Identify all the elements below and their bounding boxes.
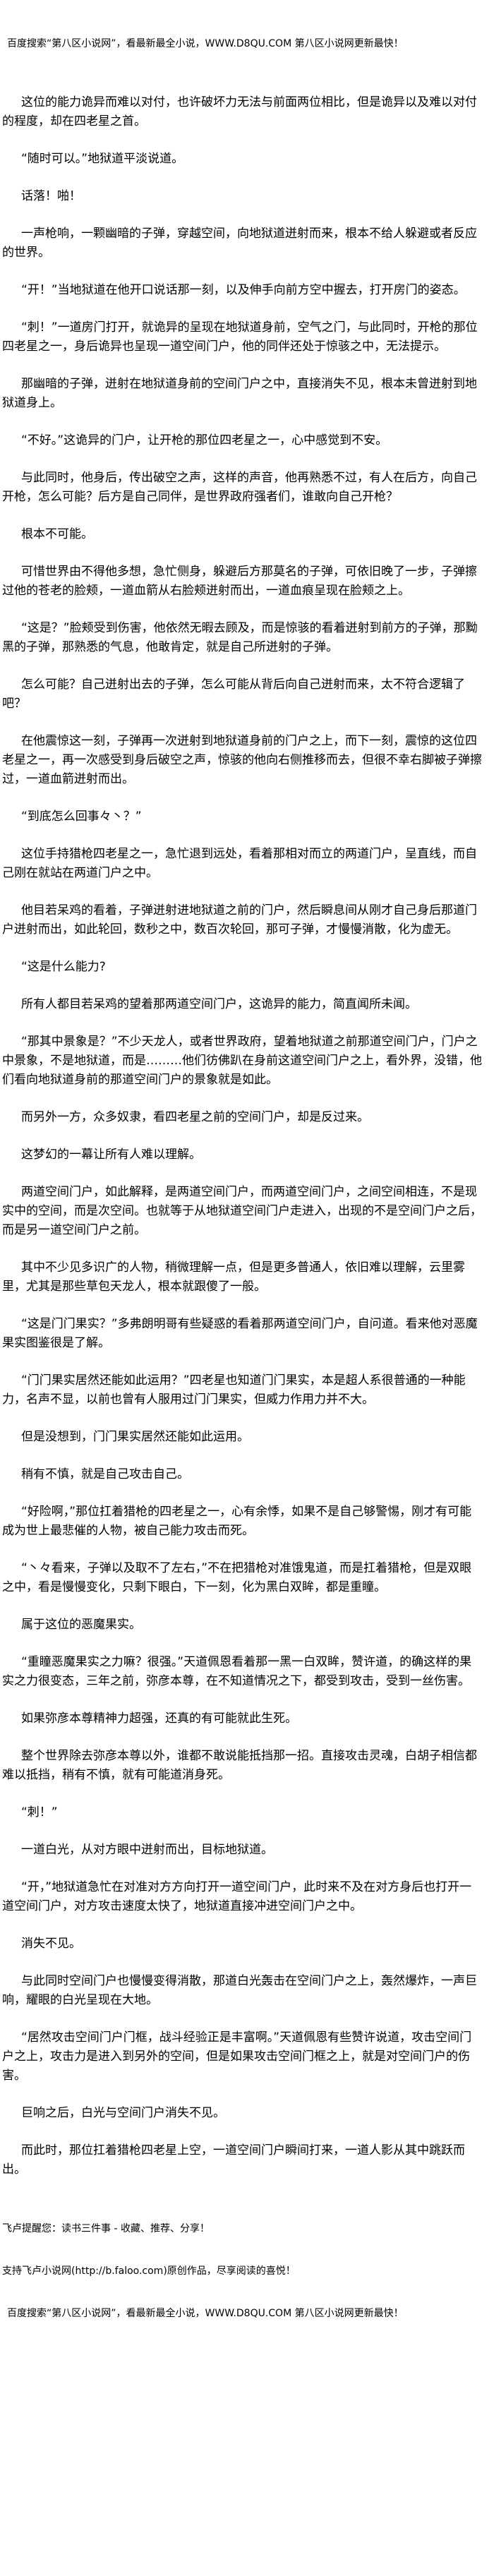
story-paragraph: “门门果实居然还能如此运用？”四老星也知道门门果实，本是超人系很普通的一种能力，…	[2, 1373, 466, 1407]
story-paragraph: “刺！”一道房门打开，就诡异的呈现在地狱道身前，空气之门，与此同时，开枪的那位四…	[2, 320, 478, 354]
story-paragraph: “居然攻击空间门户门框，战斗经验正是丰富啊。”天道佩恩有些赞许说道，攻击空间门户…	[2, 2030, 472, 2083]
story-paragraph: “丶々看来，子弹以及取不了左右，”不在把猎枪对准饿鬼道，而是扛着猎枪，但是双眼之…	[2, 1561, 472, 1594]
story-paragraph: 根本不可能。	[21, 527, 93, 541]
story-paragraph: 但是没想到，门门果实居然还能如此运用。	[21, 1430, 249, 1444]
story-paragraph: 他目若呆鸡的看着，子弹迸射进地狱道之前的门户，然后瞬息间从刚才自己身后那道门户迸…	[2, 903, 477, 937]
story-paragraph: 这位的能力诡异而难以对付，也许破坏力无法与前面两位相比，但是诡异以及难以对付的程…	[2, 95, 477, 128]
story-paragraph: 一声枪响，一颗幽暗的子弹，穿越空间，向地狱道迸射而来，根本不给人躲避或者反应的世…	[2, 227, 477, 260]
story-paragraph: “好险啊，”那位扛着猎枪的四老星之一，心有余悸，如果不是自己够警惕，刚才有可能成…	[2, 1505, 472, 1538]
story-paragraph: “那其中景象是？”不少天龙人，或者世界政府，望着地狱道之前那道空间门户，门户之中…	[2, 1035, 482, 1087]
story-paragraph: “重瞳恶魔果实之力嘛？很强。”天道佩恩看着那一黑一白双眸，赞许道，的确这样的果实…	[2, 1655, 472, 1688]
story-paragraph: “随时可以。”地狱道平淡说道。	[21, 152, 184, 166]
site-banner-bottom: 百度搜索“第八区小说网”，看最新最全小说，WWW.D8QU.COM 第八区小说网…	[7, 2308, 404, 2319]
story-paragraph: “这是什么能力?	[21, 960, 106, 974]
story-paragraph: 怎么可能？自己迸射出去的子弹，怎么可能从背后向自己迸射而来，太不符合逻辑了吧？	[2, 678, 465, 711]
story-paragraph: 两道空间门户，如此解释，是两道空间门户，而两道空间门户，之间空间相连，不是现实中…	[2, 1185, 482, 1237]
story-paragraph: 话落！啪！	[21, 189, 81, 203]
story-paragraph: 这梦幻的一幕让所有人难以理解。	[21, 1148, 201, 1162]
story-paragraph: 与此同时，他身后，传出破空之声，这样的声音，他再熟悉不过，有人在后方，向自己开枪…	[2, 471, 477, 504]
story-paragraph: 而另外一方，众多奴隶，看四老星之前的空间门户，却是反过来。	[21, 1110, 369, 1124]
story-paragraph: “开！”当地狱道在他开口说话那一刻，以及伸手向前方空中握去，打开房门的姿态。	[21, 283, 466, 297]
story-paragraph: 消失不见。	[21, 1937, 81, 1951]
story-paragraph: “开，”地狱道急忙在对准对方方向打开一道空间门户，此时来不及在对方身后也打开一道…	[2, 1880, 472, 1913]
story-paragraph: “这是门门果实？”多弗朗明哥有些疑惑的看着那两道空间门户，自问道。看来他对恶魔果…	[2, 1317, 478, 1350]
story-paragraph: “到底怎么回事々丶？”	[21, 809, 142, 824]
story-paragraph: 属于这位的恶魔果实。	[21, 1618, 141, 1632]
story-paragraph: 整个世界除去弥彦本尊以外，谁都不敢说能抵挡那一招。直接攻击灵魂，白胡子相信都难以…	[2, 1749, 477, 1782]
story-paragraph: “不好。”这诡异的门户，让开枪的那位四老星之一，心中感觉到不安。	[21, 433, 388, 447]
support-faloo-link-text: 支持飞卢小说网(http://b.faloo.com)原创作品，尽享阅读的喜悦！	[2, 2265, 296, 2277]
story-paragraph: 在他震惊这一刻，子弹再一次迸射到地狱道身前的门户之上，而下一刻，震惊的这位四老星…	[2, 734, 482, 786]
story-paragraph: 巨响之后，白光与空间门户消失不见。	[21, 2106, 225, 2120]
story-paragraph: “刺！”	[21, 1805, 58, 1819]
story-paragraph: 如果弥彦本尊精神力超强，还真的有可能就此生死。	[21, 1711, 297, 1726]
story-paragraph: 一道白光，从对方眼中迸射而出，目标地狱道。	[21, 1843, 273, 1857]
story-paragraph: 所有人都目若呆鸡的望着那两道空间门户，这诡异的能力，简直闻所未闻。	[21, 997, 417, 1011]
story-paragraph: 那幽暗的子弹，迸射在地狱道身前的空间门户之中，直接消失不见，根本未曾迸射到地狱道…	[2, 377, 477, 410]
story-paragraph: 而此时，那位扛着猎枪四老星上空，一道空间门户瞬间打来，一道人影从其中跳跃而出。	[2, 2143, 465, 2177]
story-paragraph: 其中不少见多识广的人物，稍微理解一点，但是更多普通人，依旧难以理解，云里雾里，尤…	[2, 1260, 465, 1294]
story-paragraph: 这位手持猎枪四老星之一，急忙退到远处，看着那相对而立的两道门户，呈直线，而自己刚…	[2, 847, 477, 880]
site-banner-top: 百度搜索“第八区小说网”，看最新最全小说，WWW.D8QU.COM 第八区小说网…	[7, 38, 404, 49]
story-paragraph: 稍有不慎，就是自己攻击自己。	[21, 1467, 189, 1481]
reading-reminder: 飞卢提醒您：读书三件事 - 收藏、推荐、分享！	[2, 2223, 210, 2234]
story-paragraph: “这是？”脸颊受到伤害，他依然无暇去顾及，而是惊骇的看着迸射到前方的子弹，那黝黑…	[2, 621, 478, 654]
story-paragraph: 可惜世界由不得他多想，急忙侧身，躲避后方那莫名的子弹，可依旧晚了一步，子弹擦过他…	[2, 565, 477, 598]
chapter-content: 这位的能力诡异而难以对付，也许破坏力无法与前面两位相比，但是诡异以及难以对付的程…	[0, 51, 482, 2179]
story-paragraph: 与此同时空间门户也慢慢变得消散，那道白光轰击在空间门户之上，轰然爆炸，一声巨响，…	[2, 1974, 477, 2007]
